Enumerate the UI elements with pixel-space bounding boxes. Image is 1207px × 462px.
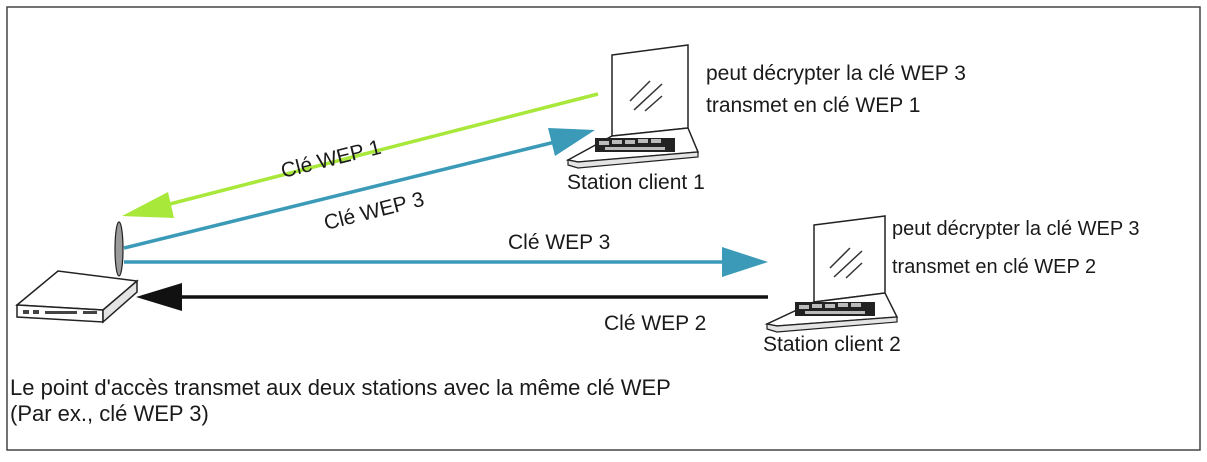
station-2-laptop-icon: [764, 215, 899, 333]
station-2-name: Station client 2: [763, 333, 901, 356]
link-wep1-arrow: [122, 92, 599, 218]
link-wep2-arrow: [136, 283, 768, 311]
station-2-note-transmit: transmet en clé WEP 2: [892, 256, 1096, 278]
station-2-note-decrypt: peut décrypter la clé WEP 3: [892, 218, 1140, 240]
station-1-note-transmit: transmet en clé WEP 1: [706, 94, 920, 117]
station-1-laptop-icon: [565, 44, 700, 169]
link-label-wep2: Clé WEP 2: [604, 312, 706, 335]
station-1-note-decrypt: peut décrypter la clé WEP 3: [706, 62, 966, 85]
link-label-wep1: Clé WEP 1: [279, 136, 384, 183]
link-wep3-to-station1-arrow: [123, 128, 595, 250]
diagram-border: [6, 6, 1201, 451]
link-label-wep3-station2: Clé WEP 3: [508, 231, 610, 254]
link-wep3-to-station2-arrow: [124, 247, 768, 277]
wireless-router-icon: [15, 221, 139, 324]
caption-line-2: (Par ex., clé WEP 3): [10, 401, 209, 426]
station-1-name: Station client 1: [567, 171, 705, 194]
caption-line-1: Le point d'accès transmet aux deux stati…: [10, 375, 671, 400]
